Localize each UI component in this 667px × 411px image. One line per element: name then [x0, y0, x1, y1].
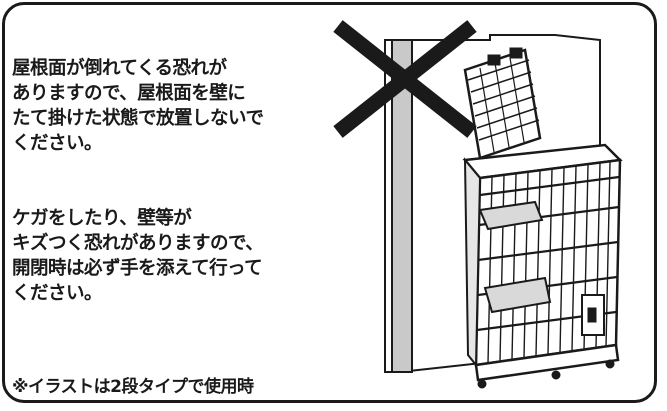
- cage-illustration: [333, 20, 623, 389]
- cross-mark-icon: [333, 20, 477, 138]
- notice-panel: [2, 2, 657, 403]
- cage-body: [462, 143, 623, 389]
- warning-text-injury: ケガをしたり、壁等が キズつく恐れがありますので、 開閉時は必ず手を添えて行って…: [12, 208, 264, 304]
- warning-text-roof: 屋根面が倒れてくる恐れが ありますので、屋根面を壁に たて掛けた状態で放置しない…: [12, 58, 264, 154]
- illustration-footnote: ※イラストは2段タイプで使用時: [12, 377, 254, 397]
- roof-panel: [463, 47, 542, 160]
